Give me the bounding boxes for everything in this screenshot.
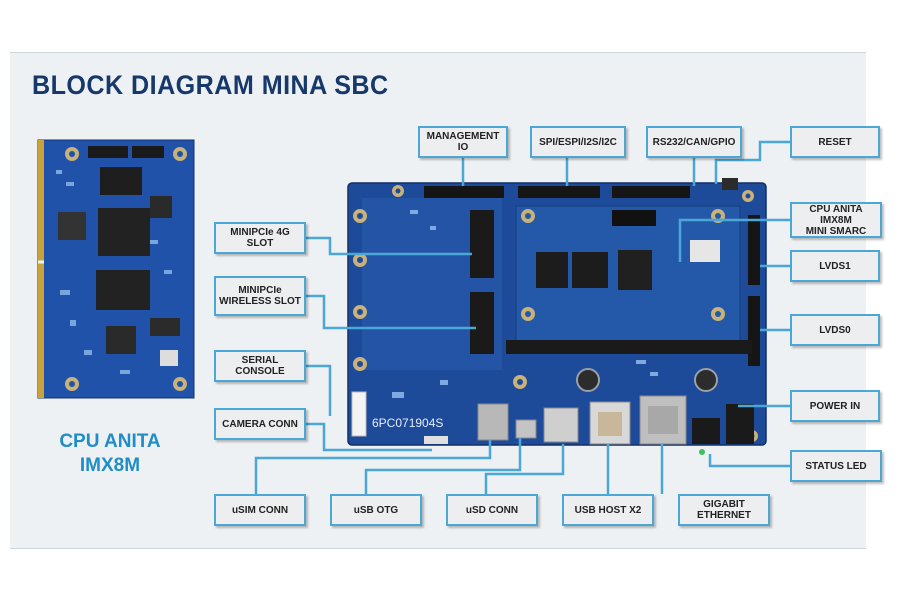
- cpu-module-image: [37, 139, 195, 399]
- label-cpu-anita-smarc: CPU ANITA IMX8M MINI SMARC: [790, 202, 882, 238]
- label-camera-conn: CAMERA CONN: [214, 408, 306, 440]
- label-lvds0: LVDS0: [790, 314, 880, 346]
- page-title: BLOCK DIAGRAM MINA SBC: [32, 70, 389, 100]
- label-usim-conn: uSIM CONN: [214, 494, 306, 526]
- cpu-caption-line2: IMX8M: [79, 455, 141, 476]
- label-serial-console: SERIAL CONSOLE: [214, 350, 306, 382]
- label-rs232-can-gpio: RS232/CAN/GPIO: [646, 126, 742, 158]
- label-minipcie-4g-slot: MINIPCIe 4G SLOT: [214, 222, 306, 254]
- label-usb-host-x2: USB HOST X2: [562, 494, 654, 526]
- label-reset: RESET: [790, 126, 880, 158]
- label-gigabit-ethernet: GIGABIT ETHERNET: [678, 494, 770, 526]
- label-minipcie-wireless-slot: MINIPCIe WIRELESS SLOT: [214, 276, 306, 316]
- label-usb-otg: uSB OTG: [330, 494, 422, 526]
- leader-lines: [254, 140, 790, 494]
- board-silkscreen-text: 6PC071904S: [372, 416, 443, 430]
- cpu-caption-line1: CPU ANITA: [59, 431, 161, 452]
- cpu-module-caption: CPU ANITA IMX8M: [30, 430, 190, 478]
- label-spi-espi-i2s-i2c: SPI/ESPI/I2S/I2C: [530, 126, 626, 158]
- label-management-io: MANAGEMENT IO: [418, 126, 508, 158]
- label-usd-conn: uSD CONN: [446, 494, 538, 526]
- carrier-board-image: [347, 178, 767, 455]
- label-power-in: POWER IN: [790, 390, 880, 422]
- label-lvds1: LVDS1: [790, 250, 880, 282]
- label-status-led: STATUS LED: [790, 450, 882, 482]
